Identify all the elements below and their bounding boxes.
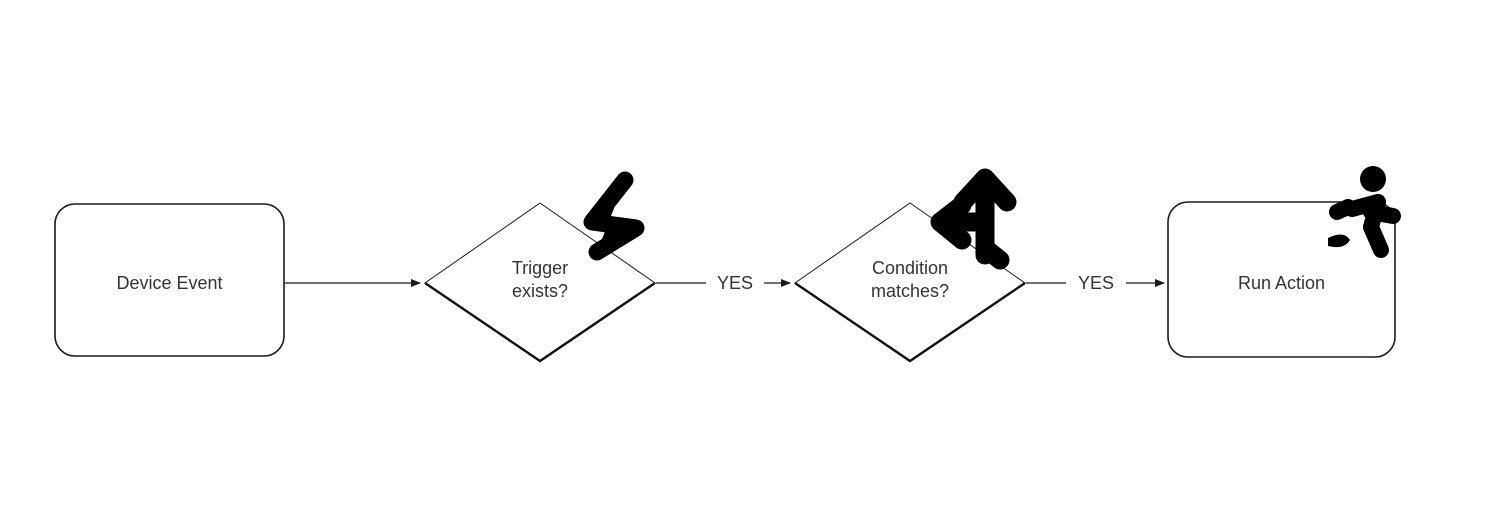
- edge-label-yes-1: YES: [716, 273, 754, 293]
- node-trigger-exists[interactable]: [424, 202, 656, 362]
- node-device-event[interactable]: [54, 203, 285, 357]
- edge-label-yes-2: YES: [1077, 273, 1115, 293]
- node-condition-matches-heavy-edge: [794, 282, 1026, 363]
- node-condition-matches[interactable]: [794, 202, 1026, 362]
- node-run-action[interactable]: [1167, 201, 1396, 358]
- node-trigger-exists-heavy-edge: [424, 282, 656, 363]
